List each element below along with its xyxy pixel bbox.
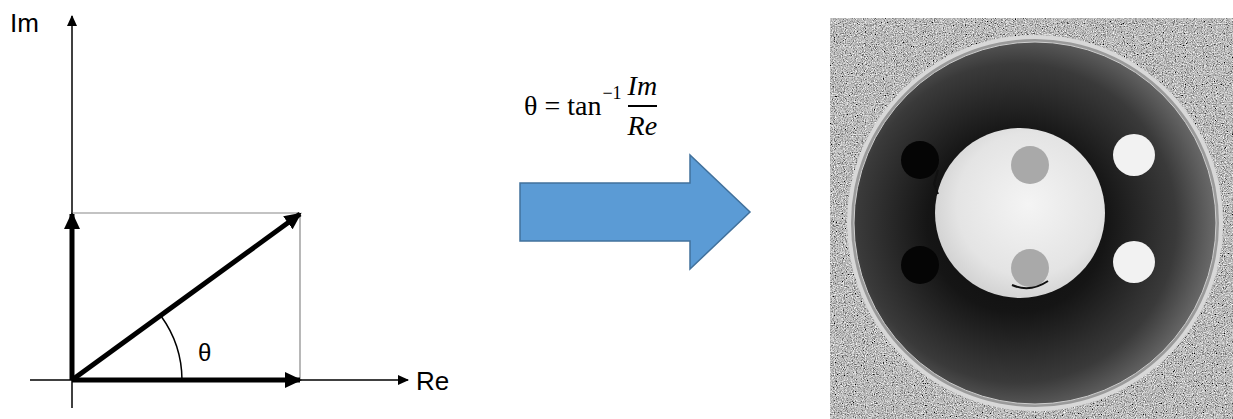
imag-vector: [70, 214, 75, 380]
angle-label: θ: [198, 341, 211, 365]
im-axis: [71, 16, 73, 408]
formula-text: θ = tan: [524, 92, 601, 120]
phantom-body: [854, 42, 1216, 404]
inner-region: [935, 128, 1105, 298]
wrap-edge: [1012, 281, 1048, 288]
formula-fraction: ImRe: [628, 70, 658, 142]
fraction-denominator: Re: [628, 110, 658, 142]
real-vector: [72, 378, 300, 383]
complex-plane: [30, 16, 408, 408]
phantom-ring: [854, 42, 1216, 404]
phase-image: [830, 18, 1233, 419]
axis-label: Im: [10, 10, 39, 36]
guide-line: [299, 213, 300, 380]
gray-insert: [1011, 146, 1049, 184]
block-arrow: [520, 155, 750, 269]
formula-exponent: −1: [602, 84, 621, 102]
gray-insert: [1011, 249, 1049, 287]
dark-insert: [901, 246, 939, 284]
phantom-rim: [847, 35, 1223, 411]
fraction-numerator: Im: [628, 70, 658, 102]
guide-line: [72, 212, 300, 213]
noise-ground: [830, 18, 1233, 419]
fraction-bar: [628, 105, 658, 107]
phantom-rim: [851, 39, 1219, 407]
complex-vector: [72, 214, 300, 380]
white-insert: [1113, 241, 1155, 283]
wrap-edge: [934, 170, 938, 194]
image-ground: [830, 18, 1233, 419]
axis-label: Re: [416, 368, 449, 394]
re-axis: [30, 379, 408, 381]
angle-arc: [161, 316, 182, 380]
white-insert: [1113, 134, 1155, 176]
dark-insert: [901, 141, 939, 179]
